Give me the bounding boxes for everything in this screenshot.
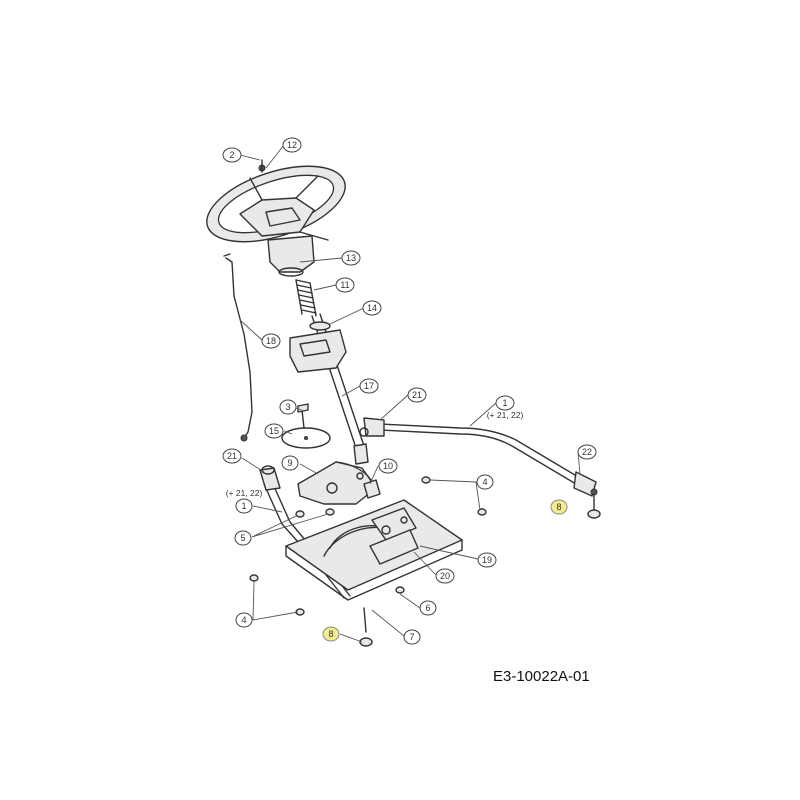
callout-2: 2 [222, 147, 242, 163]
svg-text:15: 15 [269, 426, 279, 436]
steering-hub [267, 235, 315, 277]
steering-spring [295, 279, 317, 317]
callout-18: 18 [261, 333, 281, 349]
callout-17: 17 [359, 378, 379, 394]
svg-text:7: 7 [409, 632, 414, 642]
callout-13: 13 [341, 250, 361, 266]
steering-bracket [369, 529, 419, 565]
callout-8-left: 8 [322, 626, 340, 642]
svg-text:9: 9 [287, 458, 292, 468]
callout-14: 14 [362, 300, 382, 316]
callout-9: 9 [281, 455, 299, 471]
callout-5: 5 [234, 530, 252, 546]
callout-15: 15 [264, 423, 284, 439]
svg-text:4: 4 [482, 477, 487, 487]
svg-text:13: 13 [346, 253, 356, 263]
svg-text:19: 19 [482, 555, 492, 565]
svg-text:8: 8 [556, 502, 561, 512]
callout-note-left: (+ 21, 22) [226, 488, 263, 498]
callout-21-top: 21 [407, 387, 427, 403]
leader-lines [239, 144, 581, 643]
callout-19: 19 [477, 552, 497, 568]
svg-text:21: 21 [412, 390, 422, 400]
callout-1-left: 1 [235, 498, 253, 514]
svg-text:11: 11 [340, 280, 349, 290]
callout-12: 12 [282, 137, 302, 153]
svg-text:4: 4 [241, 615, 246, 625]
diagram-code: E3-10022A-01 [493, 668, 590, 685]
tie-rod-right [359, 417, 601, 519]
svg-text:10: 10 [383, 461, 393, 471]
svg-text:1: 1 [241, 501, 246, 511]
svg-text:12: 12 [287, 140, 297, 150]
fasteners [249, 476, 487, 647]
svg-text:1: 1 [502, 398, 507, 408]
svg-text:5: 5 [240, 533, 245, 543]
svg-text:22: 22 [582, 447, 592, 457]
svg-text:21: 21 [227, 451, 237, 461]
svg-text:18: 18 [266, 336, 276, 346]
svg-text:17: 17 [364, 381, 374, 391]
steering-wheel [206, 159, 346, 243]
callout-4-right: 4 [476, 474, 494, 490]
callout-1-right: 1 [495, 395, 515, 411]
callout-7: 7 [403, 629, 421, 645]
svg-text:14: 14 [367, 303, 377, 313]
callout-22: 22 [577, 444, 597, 460]
steering-rod [223, 253, 253, 442]
svg-text:6: 6 [425, 603, 430, 613]
callout-6: 6 [419, 600, 437, 616]
callout-8-right: 8 [550, 499, 568, 515]
callout-note-right: (+ 21, 22) [487, 410, 524, 420]
callout-3: 3 [279, 399, 297, 415]
sector-gear [297, 461, 381, 505]
svg-text:20: 20 [440, 571, 450, 581]
bushing-bracket [289, 321, 347, 373]
callout-10: 10 [378, 458, 398, 474]
svg-text:3: 3 [285, 402, 290, 412]
callout-21-left: 21 [222, 448, 242, 464]
svg-text:8: 8 [328, 629, 333, 639]
callout-20: 20 [435, 568, 455, 584]
svg-text:2: 2 [229, 150, 234, 160]
callout-11: 11 [335, 277, 355, 293]
callout-4-left: 4 [235, 612, 253, 628]
